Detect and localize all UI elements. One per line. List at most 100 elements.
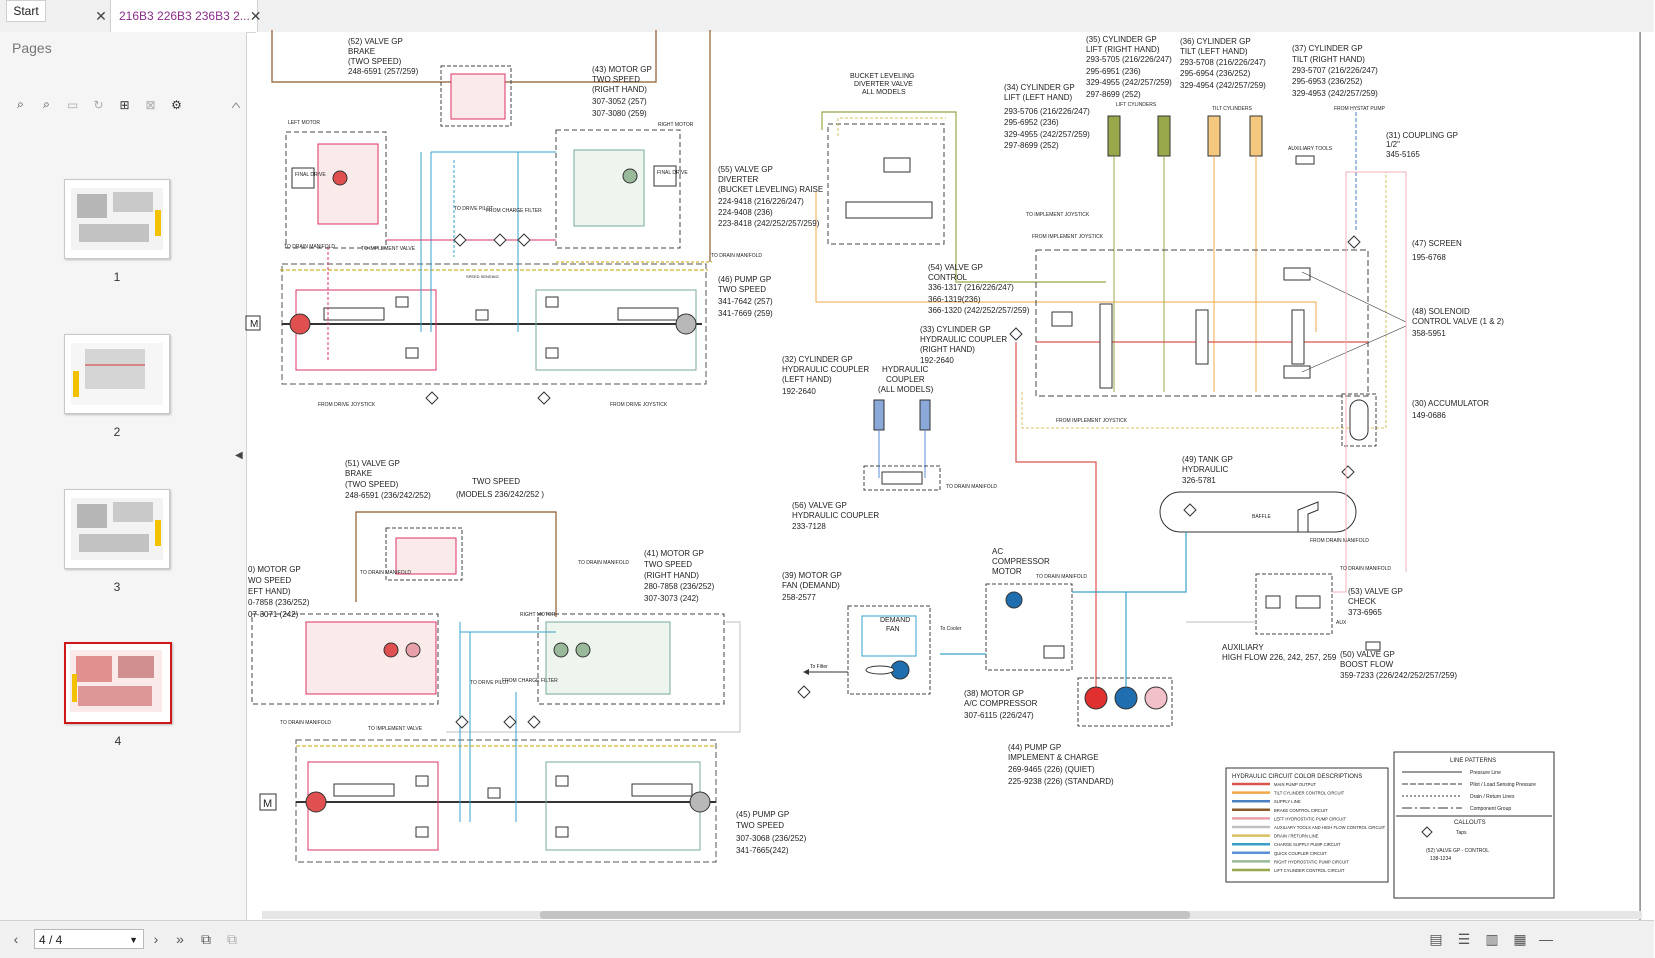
page-thumbnail[interactable]: 2 [64, 334, 170, 439]
svg-text:CONTROL: CONTROL [928, 273, 968, 282]
svg-text:248-6591 (257/259): 248-6591 (257/259) [348, 67, 419, 76]
callout-37: (37) CYLINDER GP TILT (RIGHT HAND) 293-5… [1292, 44, 1378, 98]
legend-label: RIGHT HYDROSTATIC PUMP CIRCUIT [1274, 859, 1349, 864]
single-page-view-icon[interactable]: ▤ [1429, 931, 1443, 947]
svg-text:(TWO SPEED): (TWO SPEED) [348, 57, 402, 66]
copy-page-icon[interactable]: ⧉ [201, 931, 211, 947]
fit-page-icon[interactable]: ⌕ [43, 97, 50, 111]
page-number: 4 [114, 734, 122, 748]
rotate-page-icon[interactable]: ↻ [93, 97, 104, 112]
scrollbar-thumb[interactable] [540, 911, 1190, 919]
svg-text:307-3068 (236/252): 307-3068 (236/252) [736, 834, 807, 843]
svg-text:(32) CYLINDER GP: (32) CYLINDER GP [782, 355, 853, 364]
svg-text:(45) PUMP GP: (45) PUMP GP [736, 810, 789, 819]
legend-label: MAIN PUMP OUTPUT [1274, 782, 1316, 787]
callout-44: (44) PUMP GP IMPLEMENT & CHARGE 269-9465… [1008, 743, 1114, 786]
svg-text:(33) CYLINDER GP: (33) CYLINDER GP [920, 325, 991, 334]
svg-text:258-2577: 258-2577 [782, 593, 816, 602]
continuous-view-icon[interactable]: ☰ [1457, 931, 1471, 947]
svg-text:293-5706 (216/226/247): 293-5706 (216/226/247) [1004, 107, 1090, 116]
insert-page-icon[interactable]: ▭ [66, 97, 79, 112]
svg-text:0-7858 (236/252): 0-7858 (236/252) [248, 598, 310, 607]
svg-text:HYDRAULIC COUPLER: HYDRAULIC COUPLER [920, 335, 1007, 344]
zoom-slider-icon[interactable]: — [1539, 931, 1553, 947]
demand-fan-label: DEMAND [880, 617, 910, 624]
legend-label: BRAKE CONTROL CIRCUIT [1274, 808, 1328, 813]
svg-text:Drain / Return Lines: Drain / Return Lines [1470, 794, 1515, 800]
svg-text:LINE PATTERNS: LINE PATTERNS [1450, 758, 1496, 764]
two-page-view-icon[interactable]: ▥ [1485, 931, 1499, 947]
motor-symbol: M [263, 798, 272, 810]
svg-text:Taps: Taps [1456, 830, 1467, 836]
to-cooler-note: To Cooler [940, 626, 962, 632]
drive-circuit-top: FINAL DRIVE FINAL DRIVE LEFT MOTOR RIGHT… [245, 30, 773, 408]
last-page-icon[interactable]: » [176, 931, 184, 947]
bucket-leveling-label: BUCKET LEVELING DIVERTER VALVE ALL MODEL… [850, 73, 914, 96]
svg-text:(52) VALVE GP - CONTROL: (52) VALVE GP - CONTROL [1426, 848, 1489, 854]
svg-text:326-5781: 326-5781 [1182, 476, 1216, 485]
svg-text:IMPLEMENT & CHARGE: IMPLEMENT & CHARGE [1008, 753, 1099, 762]
svg-text:(35) CYLINDER GP: (35) CYLINDER GP [1086, 35, 1157, 44]
svg-text:HYDRAULIC: HYDRAULIC [882, 365, 928, 374]
callout-51: (51) VALVE GP BRAKE (TWO SPEED) 248-6591… [345, 459, 431, 500]
page-thumbnail[interactable]: 3 [64, 489, 170, 594]
hydraulic-coupler-label: HYDRAULIC COUPLER (ALL MODELS) [878, 365, 934, 394]
horizontal-scrollbar[interactable] [262, 911, 1642, 919]
svg-text:307-3073 (242): 307-3073 (242) [644, 594, 699, 603]
svg-text:Component Group: Component Group [1470, 806, 1511, 812]
drive-pilot-note: TO DRIVE PILOT [470, 680, 509, 686]
svg-text:HYDRAULIC COUPLER: HYDRAULIC COUPLER [792, 511, 879, 520]
svg-text:HYDRAULIC COUPLER: HYDRAULIC COUPLER [782, 365, 869, 374]
document-canvas[interactable]: FINAL DRIVE FINAL DRIVE LEFT MOTOR RIGHT… [245, 30, 1654, 920]
lift-cylinders-label: LIFT CYLINDERS [1116, 102, 1157, 108]
svg-text:(BUCKET LEVELING) RAISE: (BUCKET LEVELING) RAISE [718, 185, 823, 194]
grid-view-icon[interactable]: ▦ [1513, 931, 1527, 947]
svg-text:(43) MOTOR GP: (43) MOTOR GP [592, 65, 652, 74]
page-thumbnail[interactable]: 1 [64, 179, 170, 284]
delete-page-icon[interactable]: ⊠ [145, 97, 156, 112]
svg-text:(TWO SPEED): (TWO SPEED) [345, 480, 399, 489]
right-motor-label: RIGHT MOTOR [520, 612, 556, 618]
ac-compressor-label: AC COMPRESSOR MOTOR [992, 547, 1050, 576]
tab-document[interactable]: 216B3 226B3 236B3 2... ✕ [111, 0, 262, 32]
svg-text:DIVERTER: DIVERTER [718, 175, 759, 184]
svg-text:(31) COUPLING GP: (31) COUPLING GP [1386, 131, 1458, 140]
page-thumbnail-selected[interactable]: 4 [64, 642, 172, 748]
svg-text:HYDRAULIC CIRCUIT COLOR DESCRI: HYDRAULIC CIRCUIT COLOR DESCRIPTIONS [1232, 774, 1362, 780]
legend-label: QUICK COUPLER CIRCUIT [1274, 851, 1327, 856]
svg-text:(56) VALVE GP: (56) VALVE GP [792, 501, 847, 510]
implement-valve-note: TO IMPLEMENT VALVE [368, 726, 423, 732]
add-page-icon[interactable]: ⊞ [119, 97, 130, 112]
callout-50: (50) VALVE GP BOOST FLOW 359-7233 (226/2… [1340, 650, 1457, 680]
zoom-page-icon[interactable]: ⌕ [17, 97, 24, 111]
paste-page-icon[interactable]: ⧉ [227, 931, 237, 947]
svg-text:(47) SCREEN: (47) SCREEN [1412, 239, 1462, 248]
close-icon[interactable]: ✕ [95, 7, 107, 24]
sidebar-scrollbar[interactable] [231, 102, 241, 932]
svg-text:(30) ACCUMULATOR: (30) ACCUMULATOR [1412, 399, 1489, 408]
drain-note: TO DRAIN MANIFOLD [360, 570, 411, 576]
svg-text:FAN (DEMAND): FAN (DEMAND) [782, 581, 840, 590]
final-drive-label: FINAL DRIVE [295, 172, 326, 178]
svg-text:BOOST FLOW: BOOST FLOW [1340, 660, 1394, 669]
svg-text:HYDRAULIC: HYDRAULIC [1182, 465, 1228, 474]
svg-text:AC: AC [992, 547, 1003, 556]
drain-note: TO DRAIN MANIFOLD [578, 560, 629, 566]
page-selector[interactable]: 4 / 4▼ [34, 929, 144, 949]
svg-text:LIFT (RIGHT HAND): LIFT (RIGHT HAND) [1086, 45, 1160, 54]
thumbnail-image [71, 343, 163, 405]
page-properties-icon[interactable]: ⚙ [171, 97, 182, 112]
next-page-icon[interactable]: › [153, 931, 159, 947]
callout-53: (53) VALVE GP CHECK 373-6965 [1348, 587, 1403, 617]
svg-text:336-1317 (216/226/247): 336-1317 (216/226/247) [928, 283, 1014, 292]
close-icon[interactable]: ✕ [249, 7, 262, 24]
svg-text:295-6951 (236): 295-6951 (236) [1086, 67, 1141, 76]
previous-page-icon[interactable]: ‹ [13, 931, 19, 947]
implement-valve-note: TO IMPLEMENT VALVE [361, 246, 416, 252]
svg-text:TILT (LEFT HAND): TILT (LEFT HAND) [1180, 47, 1248, 56]
callout-36: (36) CYLINDER GP TILT (LEFT HAND) 293-57… [1180, 37, 1266, 90]
page-number: 3 [113, 580, 121, 594]
collapse-panel-icon[interactable]: ◀ [235, 450, 243, 461]
drain-note: TO DRAIN MANIFOLD [711, 253, 762, 259]
svg-text:295-6954 (236/252): 295-6954 (236/252) [1180, 69, 1251, 78]
